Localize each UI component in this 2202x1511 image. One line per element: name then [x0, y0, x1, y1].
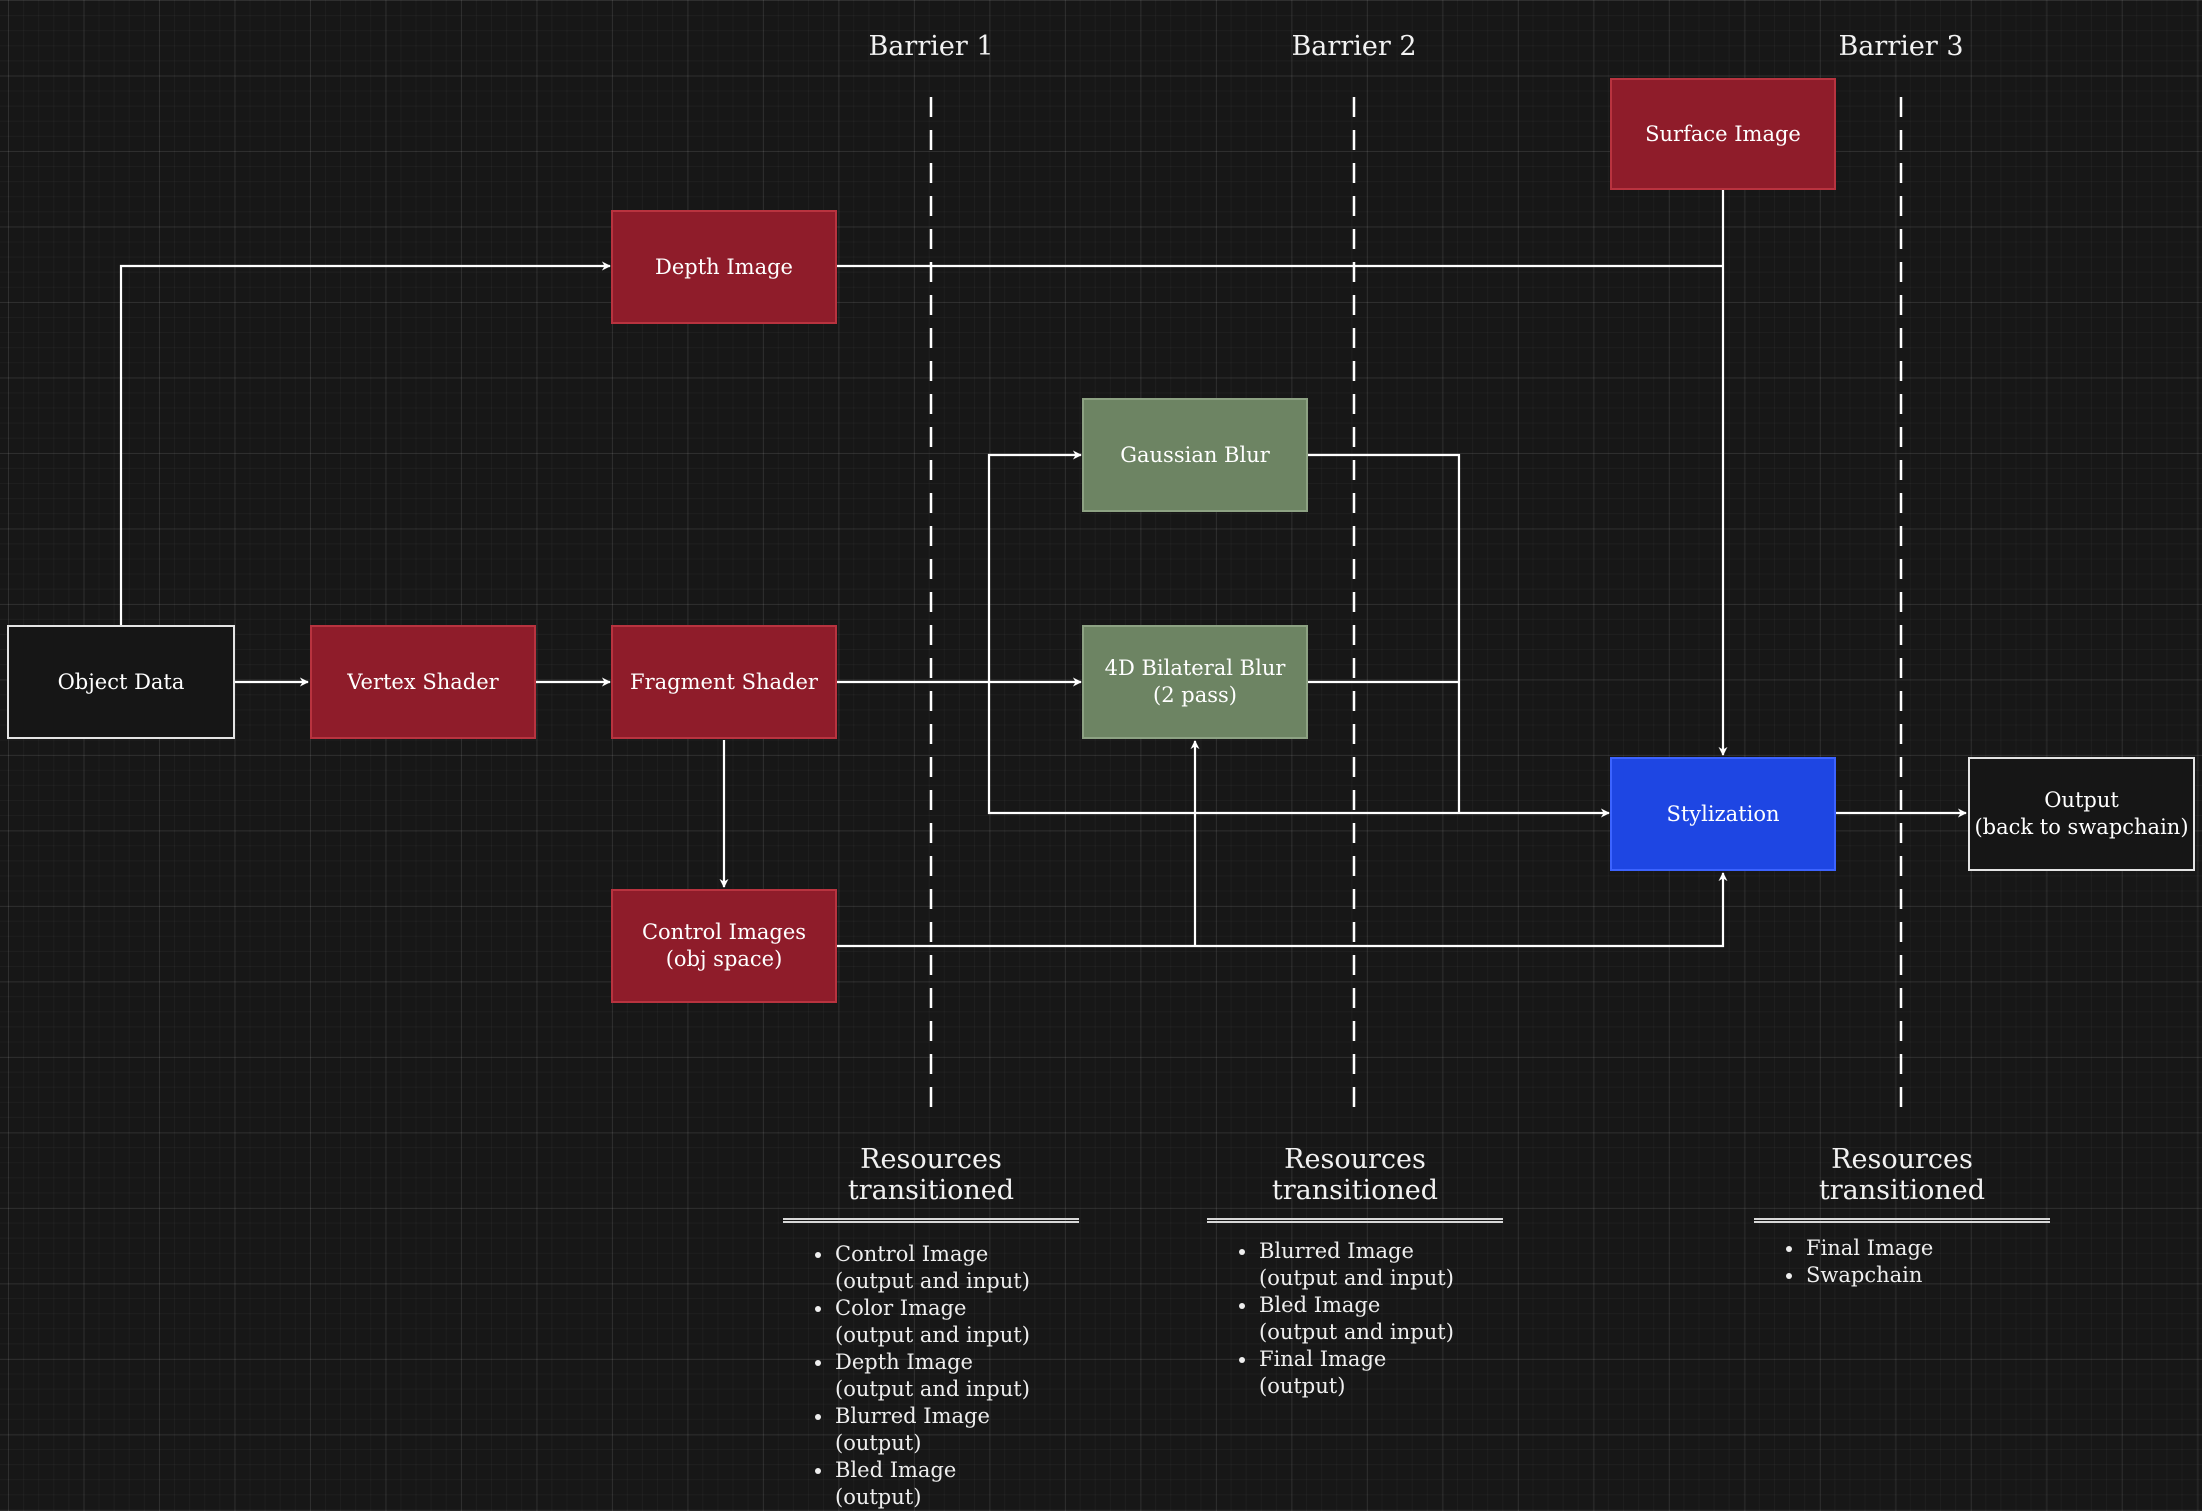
resource-detail: (output and input): [835, 1323, 1030, 1347]
resources-title: Resources transitioned: [1754, 1144, 2050, 1223]
resources-title: Resources transitioned: [1207, 1144, 1503, 1223]
resource-name: Depth Image: [835, 1350, 973, 1374]
list-item: Swapchain: [1786, 1262, 2050, 1289]
resource-name: Final Image: [1806, 1236, 1934, 1260]
resource-detail: (output and input): [835, 1269, 1030, 1293]
barrier-1-label: Barrier 1: [868, 31, 994, 62]
resources-barrier-1: Resources transitioned Control Image (out…: [783, 1144, 1079, 1511]
resource-detail: (output): [1259, 1374, 1346, 1398]
resource-name: Final Image: [1259, 1347, 1387, 1371]
control-images-node[interactable]: Control Images (obj space): [611, 889, 837, 1003]
resource-name: Bled Image: [835, 1458, 957, 1482]
edge-object-to-depth: [119, 261, 611, 625]
edge-gaussian-out: [1308, 453, 1461, 813]
output-node[interactable]: Output (back to swapchain): [1968, 757, 2195, 871]
list-item: Final Image: [1786, 1235, 2050, 1262]
resource-detail: (output and input): [1259, 1266, 1454, 1290]
list-item: Control Image (output and input): [815, 1241, 1079, 1295]
resource-name: Blurred Image: [835, 1404, 990, 1428]
depth-image-node[interactable]: Depth Image: [611, 210, 837, 324]
list-item: Final Image (output): [1239, 1346, 1503, 1400]
stylization-node[interactable]: Stylization: [1610, 757, 1836, 871]
resource-detail: (output and input): [835, 1377, 1030, 1401]
resource-name: Color Image: [835, 1296, 967, 1320]
resources-list: Final Image Swapchain: [1754, 1235, 2050, 1289]
resource-name: Blurred Image: [1259, 1239, 1414, 1263]
edge-control-to-stylization: [837, 872, 1728, 948]
edge-branch-to-stylization: [987, 682, 1610, 818]
barrier-3-label: Barrier 3: [1838, 31, 1964, 62]
resources-barrier-2: Resources transitioned Blurred Image (out…: [1207, 1144, 1503, 1400]
resources-list: Blurred Image (output and input) Bled Ima…: [1207, 1238, 1503, 1400]
list-item: Blurred Image (output and input): [1239, 1238, 1503, 1292]
list-item: Bled Image (output and input): [1239, 1292, 1503, 1346]
resource-name: Control Image: [835, 1242, 989, 1266]
barrier-2-label: Barrier 2: [1291, 31, 1417, 62]
surface-image-node[interactable]: Surface Image: [1610, 78, 1836, 190]
list-item: Bled Image (output): [815, 1457, 1079, 1511]
object-data-node[interactable]: Object Data: [7, 625, 235, 739]
resource-detail: (output and input): [1259, 1320, 1454, 1344]
edge-to-gaussian: [987, 450, 1082, 682]
resource-detail: (output): [835, 1431, 922, 1455]
vertex-shader-node[interactable]: Vertex Shader: [310, 625, 536, 739]
list-item: Blurred Image (output): [815, 1403, 1079, 1457]
resource-detail: (output): [835, 1485, 922, 1509]
gaussian-blur-node[interactable]: Gaussian Blur: [1082, 398, 1308, 512]
resource-name: Bled Image: [1259, 1293, 1381, 1317]
resources-barrier-3: Resources transitioned Final Image Swapc…: [1754, 1144, 2050, 1289]
bilateral-blur-node[interactable]: 4D Bilateral Blur (2 pass): [1082, 625, 1308, 739]
list-item: Color Image (output and input): [815, 1295, 1079, 1349]
resources-title: Resources transitioned: [783, 1144, 1079, 1223]
resources-list: Control Image (output and input) Color Im…: [783, 1241, 1079, 1511]
fragment-shader-node[interactable]: Fragment Shader: [611, 625, 837, 739]
list-item: Depth Image (output and input): [815, 1349, 1079, 1403]
resource-name: Swapchain: [1806, 1263, 1923, 1287]
